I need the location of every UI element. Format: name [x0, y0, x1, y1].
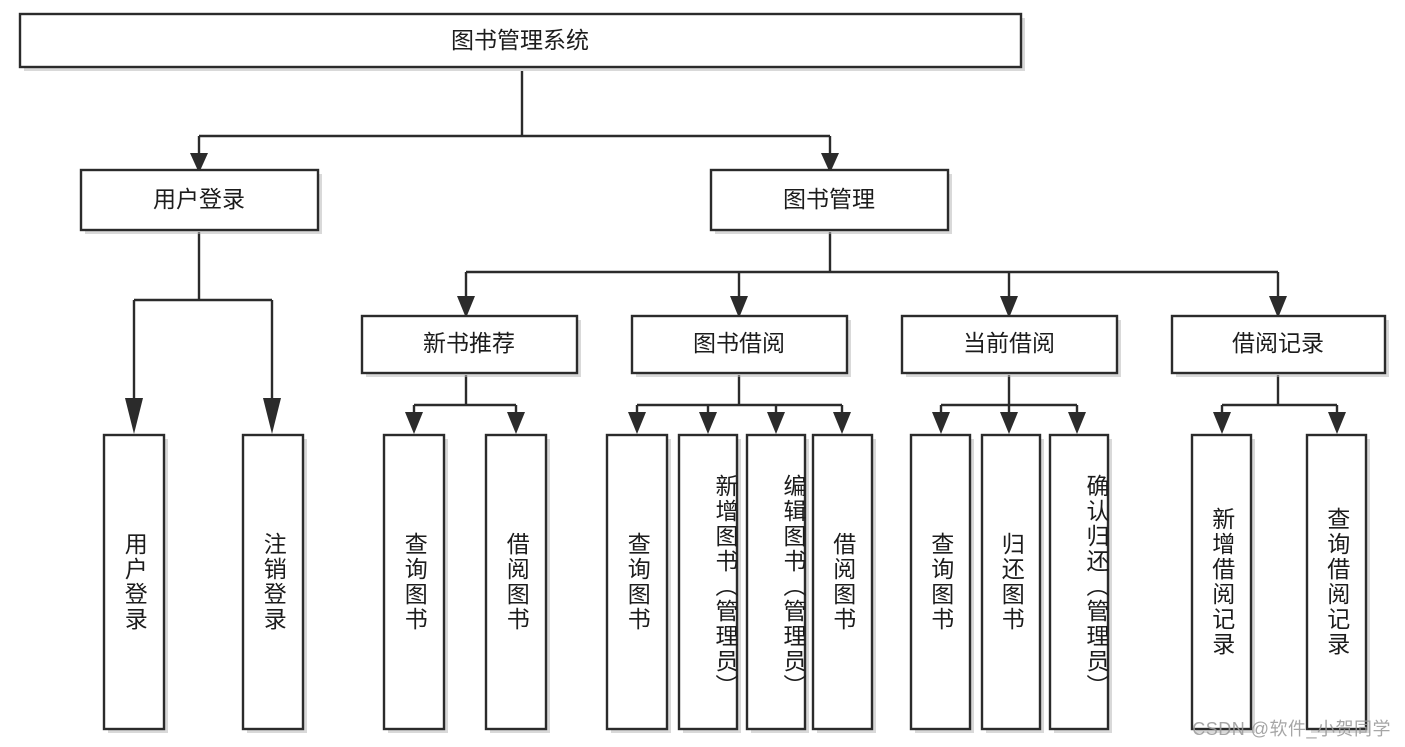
node-leaf-edit-book-box	[745, 433, 807, 731]
node-book-borrow-label: 图书借阅	[693, 330, 785, 356]
arrowhead-leaf-return-book	[1000, 412, 1018, 434]
arrowhead-book-management	[821, 153, 839, 173]
arrowhead-new-book-recommend	[457, 296, 475, 318]
node-leaf-return-book-box	[980, 433, 1042, 731]
node-book-borrow-box	[630, 314, 849, 375]
arrowhead-leaf-query-book-2	[628, 412, 646, 434]
node-leaf-borrow-book-2[interactable]	[811, 433, 876, 733]
node-current-borrow-label: 当前借阅	[963, 330, 1055, 356]
node-leaf-query-book-2[interactable]	[605, 433, 671, 733]
node-leaf-add-book[interactable]	[677, 433, 741, 733]
node-leaf-add-record-box	[1190, 433, 1253, 731]
node-borrow-record-box	[1170, 314, 1387, 375]
node-user-login[interactable]: 用户登录	[79, 168, 322, 234]
node-leaf-confirm-return-box	[1048, 433, 1110, 731]
node-new-book-recommend[interactable]: 新书推荐	[360, 314, 581, 377]
edge-layer	[125, 71, 1346, 434]
node-new-book-recommend-label: 新书推荐	[423, 330, 515, 356]
node-leaf-query-book-1[interactable]	[382, 433, 448, 733]
node-book-management-label: 图书管理	[783, 186, 875, 212]
arrowhead-leaf-query-book-3	[932, 412, 950, 434]
arrowhead-leaf-logout-login	[263, 398, 281, 434]
node-leaf-logout-login[interactable]	[241, 433, 307, 733]
arrowhead-leaf-user-login	[125, 398, 143, 434]
node-root-label: 图书管理系统	[451, 27, 589, 53]
arrowhead-leaf-borrow-book-2	[833, 412, 851, 434]
node-leaf-query-record-box	[1305, 433, 1368, 731]
node-leaf-user-login[interactable]	[102, 433, 168, 733]
node-leaf-logout-login-box	[241, 433, 305, 731]
node-book-management[interactable]: 图书管理	[709, 168, 952, 234]
node-new-book-recommend-box	[360, 314, 579, 375]
arrowhead-leaf-add-book	[699, 412, 717, 434]
node-leaf-borrow-book-1[interactable]	[484, 433, 550, 733]
node-leaf-query-book-2-box	[605, 433, 669, 731]
node-leaf-query-record[interactable]	[1305, 433, 1370, 733]
node-root[interactable]: 图书管理系统	[18, 12, 1025, 71]
arrowhead-leaf-add-record	[1213, 412, 1231, 434]
node-leaf-borrow-book-2-box	[811, 433, 874, 731]
arrowhead-leaf-edit-book	[767, 412, 785, 434]
node-leaf-add-book-box	[677, 433, 739, 731]
node-layer: 图书管理系统 用户登录 图书管理 新书推荐	[18, 12, 1389, 733]
node-leaf-confirm-return[interactable]	[1048, 433, 1112, 733]
arrowhead-leaf-borrow-book-1	[507, 412, 525, 434]
node-user-login-label: 用户登录	[153, 186, 245, 212]
node-leaf-query-book-1-box	[382, 433, 446, 731]
node-leaf-borrow-book-1-box	[484, 433, 548, 731]
node-user-login-box	[79, 168, 320, 232]
node-current-borrow-box	[900, 314, 1119, 375]
arrowhead-book-borrow	[730, 296, 748, 318]
arrowhead-user-login	[190, 153, 208, 173]
node-leaf-query-book-3[interactable]	[909, 433, 974, 733]
node-borrow-record-label: 借阅记录	[1232, 330, 1324, 356]
node-borrow-record[interactable]: 借阅记录	[1170, 314, 1389, 377]
arrowhead-borrow-record	[1269, 296, 1287, 318]
arrowhead-leaf-query-book-1	[405, 412, 423, 434]
arrowhead-leaf-query-record	[1328, 412, 1346, 434]
node-leaf-user-login-box	[102, 433, 166, 731]
node-current-borrow[interactable]: 当前借阅	[900, 314, 1121, 377]
node-leaf-edit-book[interactable]	[745, 433, 809, 733]
node-book-management-box	[709, 168, 950, 232]
arrowhead-leaf-confirm-return	[1068, 412, 1086, 434]
node-leaf-add-record[interactable]	[1190, 433, 1255, 733]
node-book-borrow[interactable]: 图书借阅	[630, 314, 851, 377]
node-leaf-return-book[interactable]	[980, 433, 1044, 733]
arrowhead-current-borrow	[1000, 296, 1018, 318]
node-root-box	[18, 12, 1023, 69]
csdn-watermark: CSDN @软件_小贺同学	[1192, 719, 1391, 739]
node-leaf-query-book-3-box	[909, 433, 972, 731]
